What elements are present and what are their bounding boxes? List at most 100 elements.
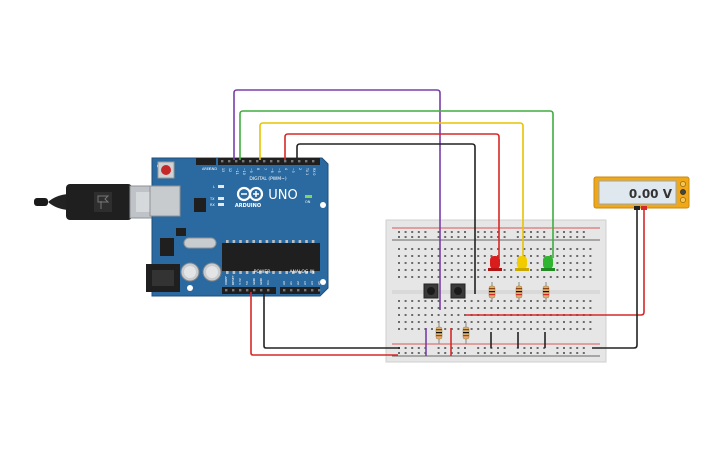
power-pin-hole[interactable] bbox=[232, 289, 235, 292]
breadboard-holes bbox=[398, 231, 592, 354]
power-pin-hole[interactable] bbox=[225, 289, 228, 292]
digital-pin-label: 7 bbox=[263, 168, 267, 170]
wire-black[interactable] bbox=[296, 143, 476, 294]
digital-pin-label: 2 bbox=[298, 168, 302, 170]
meter-mode-v[interactable] bbox=[680, 189, 686, 195]
digital-pin-hole[interactable] bbox=[228, 160, 231, 163]
on-led bbox=[305, 195, 312, 198]
wire-green[interactable] bbox=[239, 110, 554, 258]
digital-pin-hole[interactable] bbox=[277, 160, 280, 163]
digital-header-left bbox=[196, 158, 216, 165]
power-pin-hole[interactable] bbox=[239, 289, 242, 292]
capacitor-1 bbox=[180, 262, 200, 282]
meter-mode-r[interactable] bbox=[680, 197, 686, 203]
mounting-hole bbox=[320, 202, 326, 208]
digital-pin-label: 12 bbox=[228, 168, 232, 172]
usb-port bbox=[149, 185, 181, 217]
rx-led bbox=[218, 203, 224, 206]
digital-pin-hole[interactable] bbox=[249, 160, 252, 163]
pushbutton-2[interactable] bbox=[450, 283, 466, 299]
led-red[interactable] bbox=[488, 256, 502, 271]
wire-black-gnd[interactable] bbox=[263, 292, 400, 349]
power-pin-label: RESET bbox=[231, 275, 235, 285]
meter-probe-black[interactable] bbox=[634, 206, 640, 210]
reset-button[interactable] bbox=[157, 161, 175, 179]
power-pin-hole[interactable] bbox=[253, 289, 256, 292]
led-yellow[interactable] bbox=[515, 256, 529, 271]
power-pin-label: 3.3V bbox=[238, 277, 242, 285]
digital-pin-hole[interactable] bbox=[235, 160, 238, 163]
usb-chip bbox=[194, 198, 206, 212]
digital-pin-label: 4 bbox=[284, 168, 288, 170]
power-pin-hole[interactable] bbox=[267, 289, 270, 292]
on-label: ON bbox=[305, 200, 311, 204]
digital-pin-hole[interactable] bbox=[312, 160, 315, 163]
analog-pin-hole[interactable] bbox=[290, 289, 293, 292]
digital-pin-label: ~6 bbox=[270, 168, 274, 173]
l-label: L bbox=[213, 185, 215, 189]
resistors bbox=[435, 282, 550, 344]
wires bbox=[233, 89, 645, 356]
power-pin-hole[interactable] bbox=[260, 289, 263, 292]
gnd-label: GND bbox=[209, 167, 217, 171]
pushbutton-1[interactable] bbox=[423, 283, 439, 299]
wire-purple[interactable] bbox=[233, 89, 441, 310]
meter-probe-red[interactable] bbox=[641, 206, 647, 210]
digital-pin-hole[interactable] bbox=[298, 160, 301, 163]
digital-pin-hole[interactable] bbox=[270, 160, 273, 163]
power-pin-hole[interactable] bbox=[246, 289, 249, 292]
digital-pin-hole[interactable] bbox=[263, 160, 266, 163]
analog-pin-label: A3 bbox=[303, 281, 307, 285]
digital-pin-hole[interactable] bbox=[221, 160, 224, 163]
led-green[interactable] bbox=[541, 256, 555, 271]
digital-pin-hole[interactable] bbox=[242, 160, 245, 163]
power-pin-label: 5V bbox=[245, 280, 249, 285]
analog-header-title: ANALOG IN bbox=[289, 269, 314, 275]
digital-pin-hole[interactable] bbox=[256, 160, 259, 163]
arduino-logo bbox=[236, 186, 264, 202]
l-led bbox=[218, 185, 224, 188]
meter-mode-a[interactable] bbox=[680, 181, 686, 187]
usb-cable[interactable] bbox=[34, 184, 169, 220]
crystal bbox=[183, 237, 217, 249]
digital-header bbox=[218, 158, 320, 165]
wire-yellow[interactable] bbox=[259, 122, 524, 258]
power-pin-label: GND bbox=[252, 277, 256, 285]
tx-label: TX bbox=[209, 197, 215, 201]
digital-pin-label: RX 0 bbox=[312, 168, 316, 175]
wire-red-5v[interactable] bbox=[250, 292, 398, 356]
analog-pin-label: A0 bbox=[282, 281, 286, 285]
power-header bbox=[222, 287, 276, 294]
analog-pin-hole[interactable] bbox=[304, 289, 307, 292]
multimeter[interactable]: 0.00 V bbox=[593, 176, 690, 210]
wire-red-meter[interactable] bbox=[466, 208, 645, 316]
arduino-brand: ARDUINO bbox=[235, 203, 261, 209]
wire-red[interactable] bbox=[284, 133, 500, 258]
power-header-title: POWER bbox=[254, 269, 271, 275]
digital-pin-label: ~10 bbox=[242, 168, 246, 175]
small-chip bbox=[176, 228, 186, 236]
center-channel bbox=[392, 290, 600, 294]
multimeter-display bbox=[598, 180, 677, 205]
digital-pin-hole[interactable] bbox=[284, 160, 287, 163]
analog-pin-label: A5 bbox=[317, 281, 321, 285]
digital-pin-hole[interactable] bbox=[305, 160, 308, 163]
rx-label: RX bbox=[210, 203, 215, 207]
digital-header-title: DIGITAL (PWM~) bbox=[249, 176, 287, 182]
analog-pin-hole[interactable] bbox=[318, 289, 321, 292]
breadboard[interactable] bbox=[385, 219, 607, 363]
wire-black-meter[interactable] bbox=[592, 208, 638, 349]
analog-pin-hole[interactable] bbox=[283, 289, 286, 292]
digital-pin-label: ~5 bbox=[277, 168, 281, 173]
power-pin-label: Vin bbox=[266, 280, 270, 285]
analog-pin-hole[interactable] bbox=[297, 289, 300, 292]
mounting-hole bbox=[187, 285, 193, 291]
digital-pin-hole[interactable] bbox=[291, 160, 294, 163]
analog-pin-hole[interactable] bbox=[311, 289, 314, 292]
aref-label: AREF bbox=[202, 167, 211, 171]
digital-pin-label: ~11 bbox=[235, 168, 239, 175]
